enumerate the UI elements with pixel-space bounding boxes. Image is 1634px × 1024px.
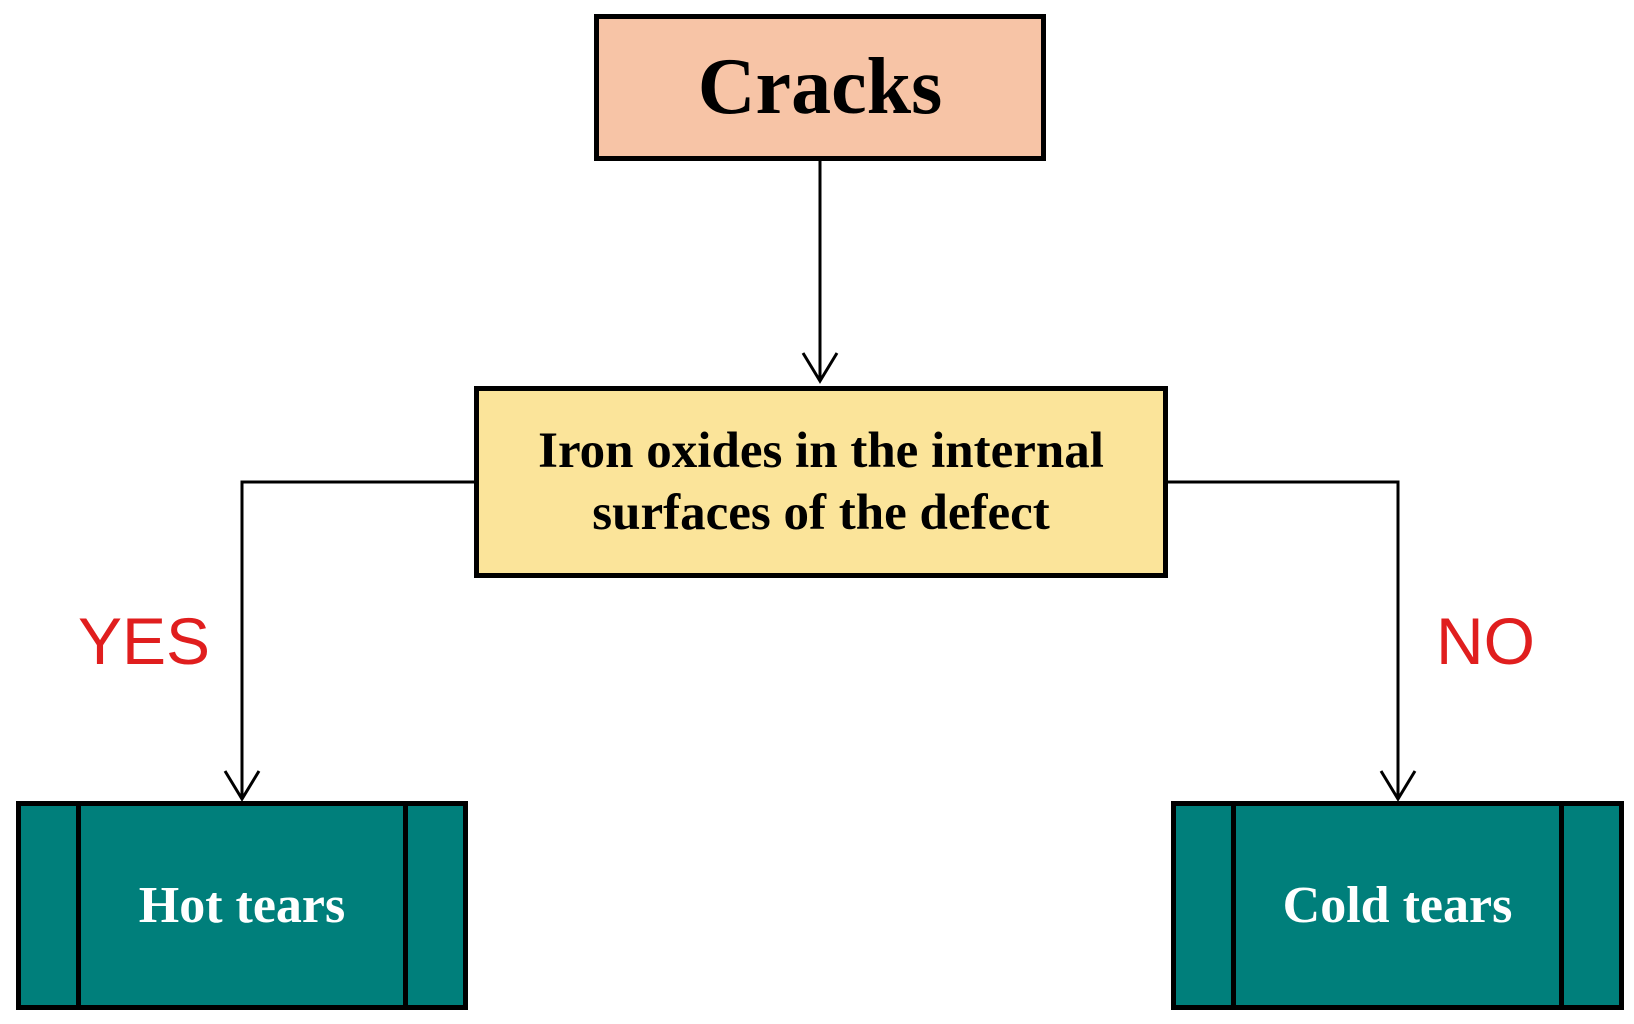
node-decision: Iron oxides in the internal surfaces of … (474, 386, 1168, 578)
process-bar-left (1231, 806, 1236, 1005)
node-cracks-label: Cracks (697, 43, 943, 131)
node-cold-tears: Cold tears (1171, 801, 1624, 1010)
process-bar-left (76, 806, 81, 1005)
node-cold-tears-label: Cold tears (1282, 877, 1513, 934)
branch-label-no: NO (1436, 604, 1535, 678)
arrowhead-cold-tears (1379, 770, 1417, 802)
node-decision-label: Iron oxides in the internal surfaces of … (538, 423, 1104, 541)
edge-decision-to-cold-tears (1168, 480, 1400, 797)
node-hot-tears-label: Hot tears (138, 877, 346, 934)
arrowhead-decision (801, 352, 839, 384)
node-cracks: Cracks (594, 14, 1046, 161)
arrowhead-hot-tears (223, 770, 261, 802)
branch-label-yes: YES (78, 604, 211, 678)
node-hot-tears: Hot tears (16, 801, 468, 1010)
process-bar-right (1559, 806, 1564, 1005)
process-bar-right (403, 806, 408, 1005)
edge-decision-to-hot-tears (240, 480, 474, 797)
